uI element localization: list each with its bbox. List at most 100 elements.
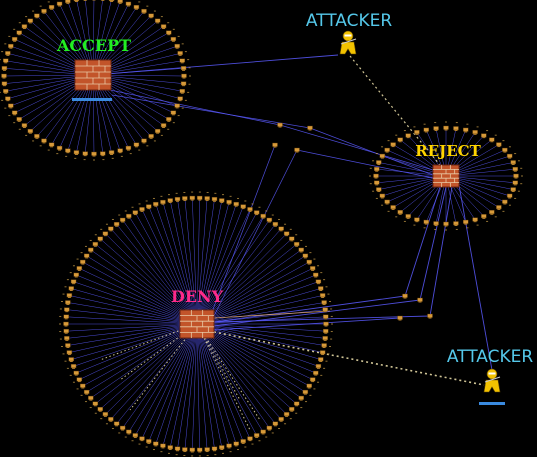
host-computer-icon[interactable] [266,217,273,223]
host-computer-icon[interactable] [108,150,115,156]
host-computer-icon[interactable] [113,421,120,427]
host-computer-icon[interactable] [64,336,70,341]
host-computer-icon[interactable] [315,279,322,285]
host-computer-icon[interactable] [97,236,103,242]
host-computer-icon[interactable] [322,307,328,313]
host-computer-icon[interactable] [133,142,140,148]
host-computer-icon[interactable] [167,445,173,450]
host-computer-icon[interactable] [374,180,380,186]
host-computer-icon[interactable] [302,253,309,259]
host-computer-icon[interactable] [313,370,319,376]
host-computer-icon[interactable] [27,18,34,24]
host-computer-icon[interactable] [323,328,329,334]
host-computer-icon[interactable] [160,24,167,30]
host-computer-icon[interactable] [289,236,295,242]
host-computer-icon[interactable] [153,441,159,447]
host-computer-icon[interactable] [182,447,188,453]
host-computer-icon[interactable] [64,307,70,313]
host-computer-icon[interactable] [180,81,187,87]
host-computer-icon[interactable] [80,259,86,265]
host-computer-icon[interactable] [272,222,279,227]
host-computer-icon[interactable] [512,166,518,172]
host-computer-icon[interactable] [92,0,97,1]
host-computer-icon[interactable] [16,30,22,36]
host-computer-icon[interactable] [397,315,403,321]
host-computer-icon[interactable] [63,321,69,327]
host-computer-icon[interactable] [82,0,88,1]
host-computer-icon[interactable] [502,147,508,153]
host-computer-icon[interactable] [453,221,459,227]
host-computer-icon[interactable] [66,293,73,298]
host-computer-icon[interactable] [21,24,28,30]
host-computer-icon[interactable] [174,197,181,202]
host-computer-icon[interactable] [489,210,495,215]
host-computer-icon[interactable] [166,30,172,36]
host-computer-icon[interactable] [125,145,132,151]
attacker-top-ninja-icon[interactable] [339,30,357,55]
host-computer-icon[interactable] [92,401,99,407]
host-computer-icon[interactable] [247,207,253,212]
host-computer-icon[interactable] [3,89,9,94]
host-computer-icon[interactable] [21,123,28,128]
host-computer-icon[interactable] [307,125,313,131]
host-computer-icon[interactable] [427,313,433,319]
host-computer-icon[interactable] [68,357,74,362]
host-computer-icon[interactable] [73,0,80,2]
host-computer-icon[interactable] [179,58,185,64]
host-computer-icon[interactable] [1,81,8,87]
host-computer-icon[interactable] [211,446,218,452]
host-computer-icon[interactable] [148,13,154,19]
host-computer-icon[interactable] [80,383,86,389]
host-computer-icon[interactable] [319,350,326,356]
host-computer-icon[interactable] [405,214,411,219]
host-computer-icon[interactable] [321,343,327,348]
host-computer-icon[interactable] [489,137,495,143]
host-computer-icon[interactable] [379,193,386,199]
host-computer-icon[interactable] [146,439,152,444]
host-computer-icon[interactable] [306,383,312,389]
host-computer-icon[interactable] [92,242,99,247]
host-computer-icon[interactable] [68,286,74,292]
host-computer-icon[interactable] [133,5,140,10]
host-computer-icon[interactable] [3,58,9,64]
host-computer-icon[interactable] [117,0,123,4]
host-computer-icon[interactable] [76,377,83,383]
host-computer-icon[interactable] [219,198,225,204]
host-computer-icon[interactable] [141,8,147,14]
host-computer-icon[interactable] [417,297,423,303]
host-computer-icon[interactable] [233,441,239,447]
host-computer-icon[interactable] [108,417,114,422]
host-computer-icon[interactable] [405,133,411,139]
host-computer-icon[interactable] [318,286,324,292]
host-computer-icon[interactable] [414,130,420,135]
host-computer-icon[interactable] [73,150,80,156]
host-computer-icon[interactable] [119,425,126,431]
host-computer-icon[interactable] [323,314,329,320]
host-computer-icon[interactable] [141,138,147,144]
host-computer-icon[interactable] [153,201,159,207]
host-computer-icon[interactable] [83,253,90,259]
host-computer-icon[interactable] [177,96,183,102]
host-computer-icon[interactable] [5,51,11,56]
host-computer-icon[interactable] [167,198,173,204]
host-computer-icon[interactable] [423,219,429,225]
host-computer-icon[interactable] [125,1,132,7]
host-computer-icon[interactable] [146,204,152,210]
host-computer-icon[interactable] [154,128,161,134]
host-computer-icon[interactable] [5,96,11,102]
host-computer-icon[interactable] [76,266,83,271]
host-computer-icon[interactable] [260,429,266,435]
host-computer-icon[interactable] [433,221,439,227]
host-computer-icon[interactable] [170,110,177,116]
host-computer-icon[interactable] [82,151,88,157]
host-computer-icon[interactable] [197,447,203,453]
host-computer-icon[interactable] [463,219,469,225]
attacker-bottom-ninja-icon[interactable] [483,368,501,393]
host-computer-icon[interactable] [65,300,71,306]
host-computer-icon[interactable] [66,350,73,356]
host-computer-icon[interactable] [283,231,290,237]
host-computer-icon[interactable] [189,447,195,453]
host-computer-icon[interactable] [180,66,187,71]
host-computer-icon[interactable] [423,127,429,133]
host-computer-icon[interactable] [56,145,63,151]
